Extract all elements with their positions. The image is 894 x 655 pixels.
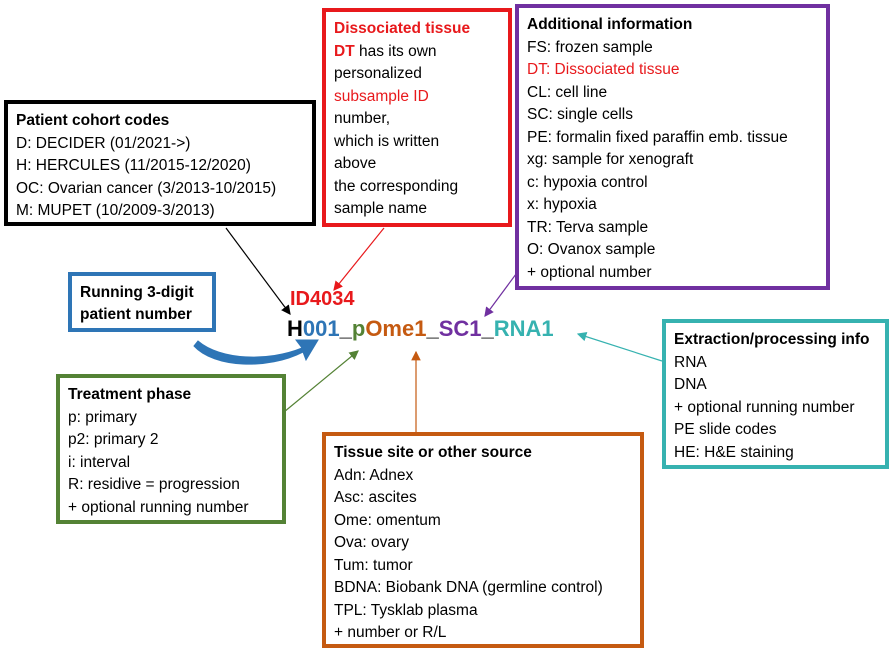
box-line: TPL: Tysklab plasma [334, 601, 478, 619]
box-line: HE: H&E staining [674, 443, 794, 461]
box-title: Patient cohort codes [16, 112, 170, 129]
box-line-highlight: subsample ID [334, 87, 429, 105]
extraction-arrow [576, 332, 663, 362]
box-line: x: hypoxia [527, 196, 597, 213]
sample-name: H001_pOme1_SC1_RNA1 [287, 316, 554, 342]
box-line: SC: single cells [527, 106, 633, 123]
box-line: Running 3-digit [80, 284, 194, 301]
sample-separator: _ [481, 316, 494, 341]
box-line: patient number [80, 306, 192, 323]
box-title: Tissue site or other source [334, 444, 532, 461]
box-line: sample name [334, 200, 428, 217]
dissociated-arrow [333, 227, 385, 291]
box-line: number, [334, 110, 391, 127]
box-line: D: DECIDER (01/2021->) [16, 134, 191, 152]
box-line: CL: cell line [527, 83, 608, 101]
sample-separator: _ [339, 316, 352, 341]
box-title: Additional information [527, 16, 693, 33]
box-line: + optional running number [674, 398, 855, 416]
box-line: i: interval [68, 453, 131, 471]
extraction-processing-box: Extraction/processing info RNA DNA + opt… [662, 319, 889, 469]
box-title: Extraction/processing info [674, 331, 870, 348]
box-line: + optional running number [68, 498, 249, 516]
box-line: PE: formalin fixed paraffin emb. tissue [527, 128, 788, 146]
sample-tissue-site: Ome1 [365, 316, 427, 341]
dt-code: DT [334, 42, 355, 60]
box-line: M: MUPET (10/2009-3/2013) [16, 202, 215, 219]
treatment-arrow [283, 350, 359, 413]
box-line: above [334, 155, 377, 172]
box-line: DNA [674, 376, 707, 393]
dissociated-tissue-box: Dissociated tissue DT has its own person… [322, 8, 512, 227]
tissue-site-box: Tissue site or other source Adn: Adnex A… [322, 432, 644, 648]
box-line: + number or R/L [334, 624, 447, 641]
box-line: + optional number [527, 263, 652, 281]
box-line: xg: sample for xenograft [527, 151, 694, 168]
box-line: BDNA: Biobank DNA (germline control) [334, 579, 603, 596]
box-line: which is written [334, 132, 440, 150]
box-line: RNA [674, 353, 707, 371]
box-line: the corresponding [334, 177, 459, 195]
box-line: PE slide codes [674, 421, 777, 438]
box-line: personalized [334, 65, 422, 82]
treatment-phase-box: Treatment phase p: primary p2: primary 2… [56, 374, 286, 524]
box-line-highlight: DT: Dissociated tissue [527, 61, 680, 78]
box-line: Tum: tumor [334, 556, 413, 574]
box-line: OC: Ovarian cancer (3/2013-10/2015) [16, 179, 277, 197]
box-line: FS: frozen sample [527, 38, 653, 56]
subsample-id: ID4034 [290, 288, 355, 310]
box-line: Ome: omentum [334, 511, 441, 529]
box-line: p: primary [68, 408, 137, 426]
sample-extraction-code: RNA1 [493, 316, 554, 341]
box-line: Ova: ovary [334, 534, 409, 551]
box-line: Adn: Adnex [334, 466, 414, 484]
box-line: O: Ovanox sample [527, 241, 656, 258]
sample-processing-code: SC1 [438, 316, 482, 341]
box-line: DT has its own [334, 41, 500, 64]
box-line: p2: primary 2 [68, 431, 159, 448]
sample-separator: _ [426, 316, 439, 341]
cohort-arrow [225, 227, 291, 315]
sample-treatment-phase: p [351, 316, 366, 341]
sample-patient-number: 001 [302, 316, 340, 341]
box-line: c: hypoxia control [527, 173, 648, 191]
box-line: H: HERCULES (11/2015-12/2020) [16, 157, 251, 174]
sample-cohort-code: H [287, 316, 303, 341]
box-title: Treatment phase [68, 386, 192, 403]
box-line: TR: Terva sample [527, 218, 649, 236]
dt-text: has its own [354, 42, 437, 60]
box-title: Dissociated tissue [334, 20, 471, 37]
additional-information-box: Additional information FS: frozen sample… [515, 4, 830, 290]
patient-number-curved-arrow [193, 339, 319, 365]
box-line: Asc: ascites [334, 489, 417, 506]
patient-cohort-codes-box: Patient cohort codes D: DECIDER (01/2021… [4, 100, 316, 226]
box-line: R: residive = progression [68, 476, 240, 493]
running-patient-number-box: Running 3-digit patient number [68, 272, 216, 332]
